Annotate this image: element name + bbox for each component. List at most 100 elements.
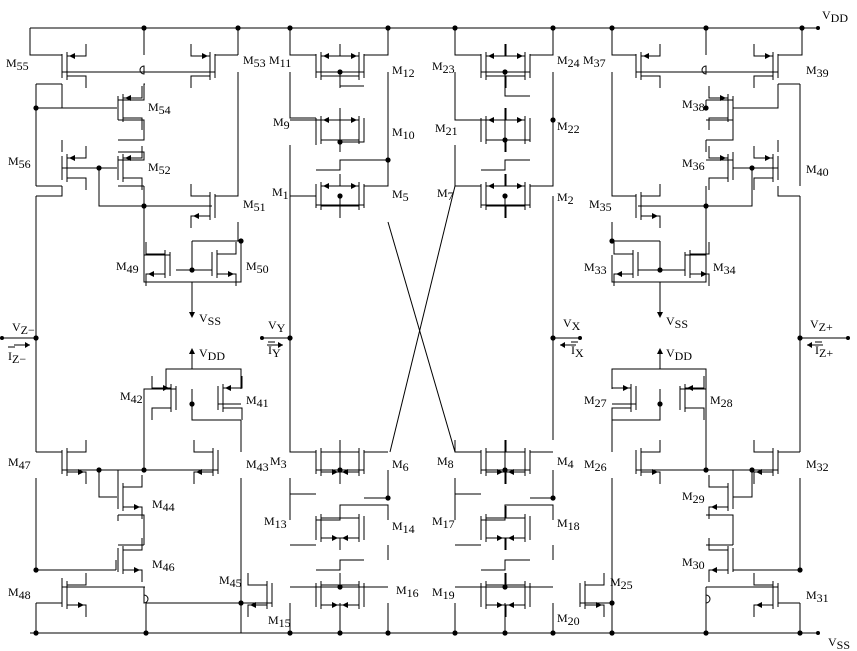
transistor-m50 (211, 242, 237, 286)
wire (611, 72, 636, 197)
wire (139, 65, 145, 75)
wire (777, 186, 800, 197)
transistor-m45 (247, 573, 273, 617)
junction-dot (502, 193, 508, 199)
label-transistor-m47: M47 (8, 455, 31, 472)
junction-dot (337, 193, 343, 199)
label-transistor-m31: M31 (806, 588, 829, 605)
junction-dot (33, 567, 39, 573)
transistor-m12 (339, 44, 365, 88)
transistor-m23 (480, 44, 506, 88)
label-transistor-m3: M3 (270, 454, 287, 471)
transistor-m36 (708, 146, 734, 190)
transistor-m27 (611, 376, 637, 420)
label-transistor-m25: M25 (610, 575, 633, 592)
wire (680, 388, 707, 470)
label-transistor-m14: M14 (392, 519, 415, 536)
transistor-m56 (61, 146, 87, 190)
junction-dot (337, 584, 343, 590)
wire (389, 185, 456, 453)
wire (316, 159, 364, 171)
vdd-terminal (816, 26, 820, 30)
label-transistor-m34: M34 (713, 260, 736, 277)
transistor-m15 (315, 573, 341, 617)
label-transistor-m20: M20 (557, 611, 580, 628)
transistor-m16 (339, 573, 365, 617)
junction-dot (550, 495, 556, 501)
label-transistor-m5: M5 (392, 187, 409, 204)
junction-dot (502, 137, 508, 143)
transistor-m25 (579, 573, 605, 617)
label-transistor-m48: M48 (8, 585, 31, 602)
transistor-m17 (480, 506, 506, 550)
junction-dot (609, 630, 615, 636)
transistor-m32 (753, 440, 779, 484)
label-vss-left: VSS (199, 311, 221, 328)
transistor-m18 (505, 506, 531, 550)
junction-dot (703, 105, 709, 111)
junction-dot (33, 105, 39, 111)
label-transistor-m27: M27 (584, 393, 607, 410)
wire (778, 478, 801, 571)
wire (733, 84, 779, 109)
port-terminal (0, 336, 4, 340)
label-transistor-m19: M19 (432, 585, 455, 602)
transistor-m19 (480, 573, 506, 617)
transistor-m5 (339, 174, 365, 218)
transistor-m14 (339, 506, 365, 550)
transistor-m4 (505, 440, 531, 484)
transistor-m26 (635, 440, 661, 484)
transistor-m35 (635, 184, 661, 228)
wire (35, 478, 62, 571)
junction-dot (502, 630, 508, 636)
wire (530, 28, 554, 56)
wire (98, 470, 117, 498)
port-terminal (846, 336, 850, 340)
wire (289, 72, 316, 119)
label-transistor-m39: M39 (806, 63, 829, 80)
label-transistor-m7: M7 (437, 186, 454, 203)
junction-dot (337, 467, 343, 473)
label-transistor-m52: M52 (148, 160, 171, 177)
label-vy: VY (268, 318, 286, 335)
junction-dot (452, 25, 458, 31)
wire (481, 159, 530, 171)
wire (36, 186, 63, 197)
wire (706, 119, 734, 141)
label-transistor-m26: M26 (584, 457, 607, 474)
label-transistor-m42: M42 (120, 389, 143, 406)
wire (289, 145, 316, 197)
label-transistor-m13: M13 (264, 514, 287, 531)
junction-dot (609, 600, 615, 606)
transistor-m51 (190, 184, 216, 228)
label-transistor-m41: M41 (246, 393, 269, 410)
label-transistor-m28: M28 (710, 393, 733, 410)
label-transistor-m53: M53 (243, 53, 266, 70)
label-transistor-m43: M43 (246, 457, 269, 474)
label-transistor-m45: M45 (219, 573, 242, 590)
wire (778, 28, 803, 56)
label-transistor-m4: M4 (557, 454, 574, 471)
junction-dot (33, 630, 39, 636)
transistor-m37 (635, 44, 661, 88)
transistor-m21 (480, 108, 506, 152)
label-transistor-m30: M30 (682, 555, 705, 572)
transistor-m43 (193, 440, 219, 484)
wire (701, 65, 707, 75)
wire (364, 28, 389, 56)
label-transistor-m36: M36 (682, 156, 705, 173)
wire (364, 72, 389, 161)
transistor-m48 (61, 573, 87, 617)
junction-dot (657, 401, 663, 407)
wire (611, 28, 636, 56)
junction-dot (657, 267, 663, 273)
label-ix: IX (571, 343, 584, 360)
junction-dot (141, 467, 147, 473)
wire (29, 28, 52, 56)
wire (316, 559, 364, 571)
vss-arrow (657, 312, 663, 318)
junction-dot (703, 630, 709, 636)
junction-dot (550, 630, 556, 636)
wire (98, 168, 210, 207)
